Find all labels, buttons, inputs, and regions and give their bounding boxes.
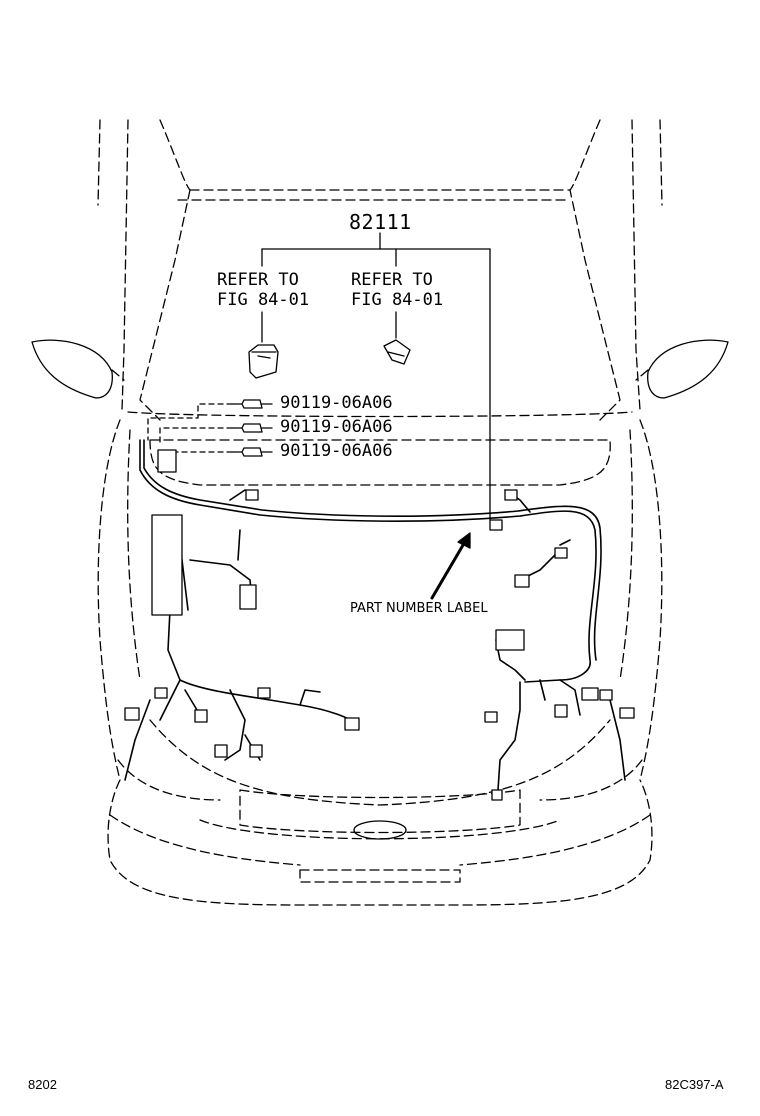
connectors [124, 449, 635, 801]
footer-illustration-code: 82C397-A [665, 1077, 724, 1092]
refer-left-line1: REFER TO [217, 270, 299, 290]
refer-right-line2: FIG 84-01 [351, 290, 444, 310]
part-leader-lines [261, 232, 491, 521]
part-number-label-caption: PART NUMBER LABEL [350, 601, 488, 616]
bolt-part-number-2: 90119-06A06 [280, 417, 393, 437]
emblem [353, 820, 407, 840]
relay-blocks [248, 339, 411, 379]
bolt-part-number-1: 90119-06A06 [280, 393, 393, 413]
footer-figure-number: 8202 [28, 1077, 57, 1092]
bolt-part-number-3: 90119-06A06 [280, 441, 393, 461]
main-part-number: 82111 [349, 210, 412, 234]
refer-right-line1: REFER TO [351, 270, 433, 290]
refer-left-line2: FIG 84-01 [217, 290, 310, 310]
wire-harness [124, 439, 626, 791]
vehicle-body-outline [97, 119, 663, 906]
label-arrow [430, 532, 471, 600]
side-mirrors [31, 339, 729, 399]
